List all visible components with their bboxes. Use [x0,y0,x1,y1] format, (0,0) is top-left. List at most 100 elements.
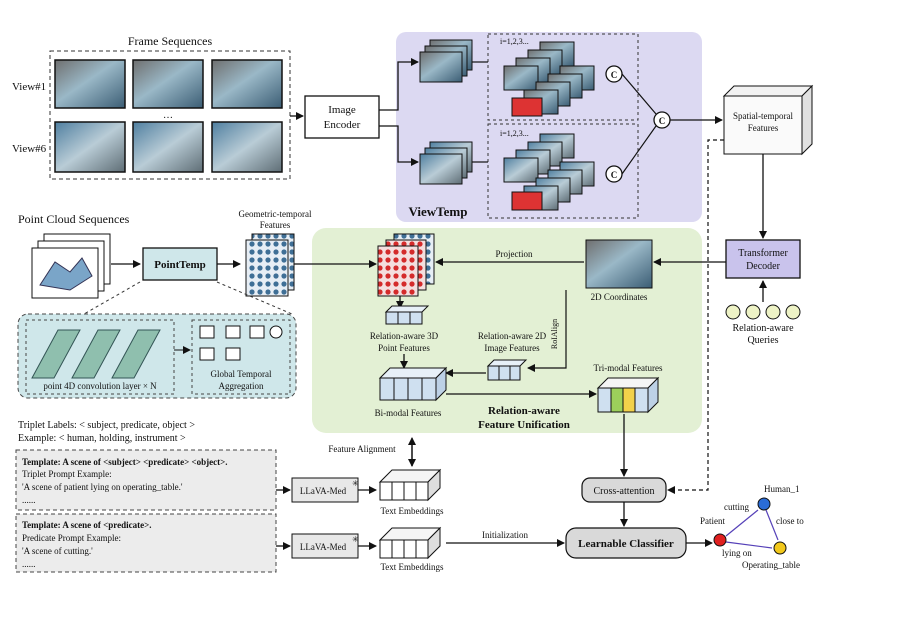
frame-thumbnail [54,121,126,173]
viewtemp-top-index: i=1,2,3... [500,37,529,46]
frame-thumbnail [132,121,204,173]
spatial-temporal-label-2: Features [748,123,779,133]
viewtemp-bottom-index: i=1,2,3... [500,129,529,138]
viewtemp-bottom-dashed-box [487,123,639,219]
image-encoder-label-2: Encoder [324,119,361,131]
llava-label-2: LLaVA-Med [300,542,347,552]
llava-label-1: LLaVA-Med [300,486,347,496]
bimodal-feature-block [378,366,448,402]
view-ellipsis: … [163,110,173,121]
viewtemp-top-dashed-box [487,33,639,121]
frame-thumbnail [211,121,283,173]
coords-image [585,239,653,289]
spatial-temporal-features-cube [722,84,814,156]
trimodal-feature-block [596,376,660,414]
view6-frames [54,121,283,173]
triplet-labels-text: Triplet Labels: < subject, predicate, ob… [18,420,195,431]
text-embeddings-label-2: Text Embeddings [380,562,444,572]
trimodal-label: Tri-modal Features [594,363,663,373]
global-temporal-label-1: Global Temporal [211,369,272,379]
geometric-label-1: Geometric-temporal [239,209,312,219]
viewtemp-label: ViewTemp [409,204,468,219]
feature-alignment-label: Feature Alignment [328,444,396,454]
concat-bottom-symbol: C [611,170,618,180]
triplet-prompt-heading: Triplet Prompt Example: [22,469,112,479]
query-circles [725,304,801,320]
lying-on-label: lying on [722,548,752,558]
projection-label: Projection [496,249,533,259]
text-embeddings-label-1: Text Embeddings [380,506,444,516]
concat-merge-symbol: C [659,116,666,126]
view1-frames [54,59,283,109]
rel3d-label-1: Relation-aware 3D [370,331,439,341]
triplet-prompt-example: 'A scene of patient lying on operating_t… [22,482,183,492]
frame-thumbnail [54,59,126,109]
table-node [773,541,787,555]
viewtemp-top-stack [419,39,473,83]
predicate-template: Template: A scene of <predicate>. [22,520,152,530]
conv-layer-label: point 4D convolution layer × N [43,381,157,391]
triplet-prompt-box [15,449,277,511]
predicate-prompt-heading: Predicate Prompt Example: [22,533,121,543]
patient-node [713,533,727,547]
viewtemp-top-sequence [503,41,595,117]
rel2d-label-2: Image Features [484,343,540,353]
rel3d-label-2: Point Features [378,343,430,353]
projected-point-features [377,233,435,297]
viewtemp-panel [396,32,702,222]
text-embeddings-block-2 [378,526,442,560]
scene-graph: Human_1 Patient Operating_table cutting … [700,484,804,570]
pointtemp-label: PointTemp [154,259,206,271]
triplet-example-text: Example: < human, holding, instrument > [18,433,186,444]
predicate-prompt-box [15,513,277,573]
triplet-template: Template: A scene of <subject> <predicat… [22,457,228,467]
geometric-features-grid [245,233,295,297]
close-to-label: close to [776,516,804,526]
global-temporal-group [191,319,291,395]
text-embeddings-block-1 [378,468,442,502]
view1-label: View#1 [12,81,46,93]
snowflake-icon: ✳ [352,535,359,544]
patient-label: Patient [700,516,725,526]
unification-title-2: Feature Unification [478,419,570,431]
encoder-to-top-arrow [379,58,419,111]
unification-title-1: Relation-aware [488,405,560,417]
spatial-to-crossattn-dashed [667,139,724,494]
rel2d-label-1: Relation-aware 2D [478,331,547,341]
view6-label: View#6 [12,143,47,155]
cross-attention-label: Cross-attention [593,486,654,497]
rel3d-feature-block [384,305,430,325]
aggregation-blocks [199,325,283,361]
frame-thumbnail [211,59,283,109]
viewtemp-bottom-sequence [503,133,595,211]
frame-sequences-title: Frame Sequences [128,34,213,48]
human-node [757,497,771,511]
triplet-prompt-dots: ...... [22,495,36,505]
bimodal-label: Bi-modal Features [375,408,442,418]
queries-label-2: Queries [747,335,778,346]
cutting-label: cutting [724,502,749,512]
conv-layer-group [25,319,175,395]
roialign-label: RoIAlign [550,319,559,349]
transformer-decoder-box [725,239,801,279]
learnable-classifier-label: Learnable Classifier [578,538,674,550]
rel2d-feature-block [486,359,528,381]
queries-label-1: Relation-aware [732,323,794,334]
predicate-prompt-example: 'A scene of cutting.' [22,546,93,556]
human-label: Human_1 [764,484,800,494]
spatial-temporal-label-1: Spatial-temporal [733,111,793,121]
encoder-to-bottom-arrow [379,125,419,166]
decoder-label-1: Transformer [738,248,788,259]
image-encoder-label-1: Image [328,104,356,116]
global-temporal-label-2: Aggregation [219,381,264,391]
coords-label: 2D Coordinates [591,292,648,302]
viewtemp-bottom-stack [419,141,473,185]
snowflake-icon: ✳ [352,479,359,488]
decoder-label-2: Decoder [746,261,781,272]
roialign-arrow [527,290,567,372]
frame-thumbnail [132,59,204,109]
table-label: Operating_table [742,560,800,570]
frame-sequences-box [49,50,291,180]
conv-layer-planes [31,329,161,379]
